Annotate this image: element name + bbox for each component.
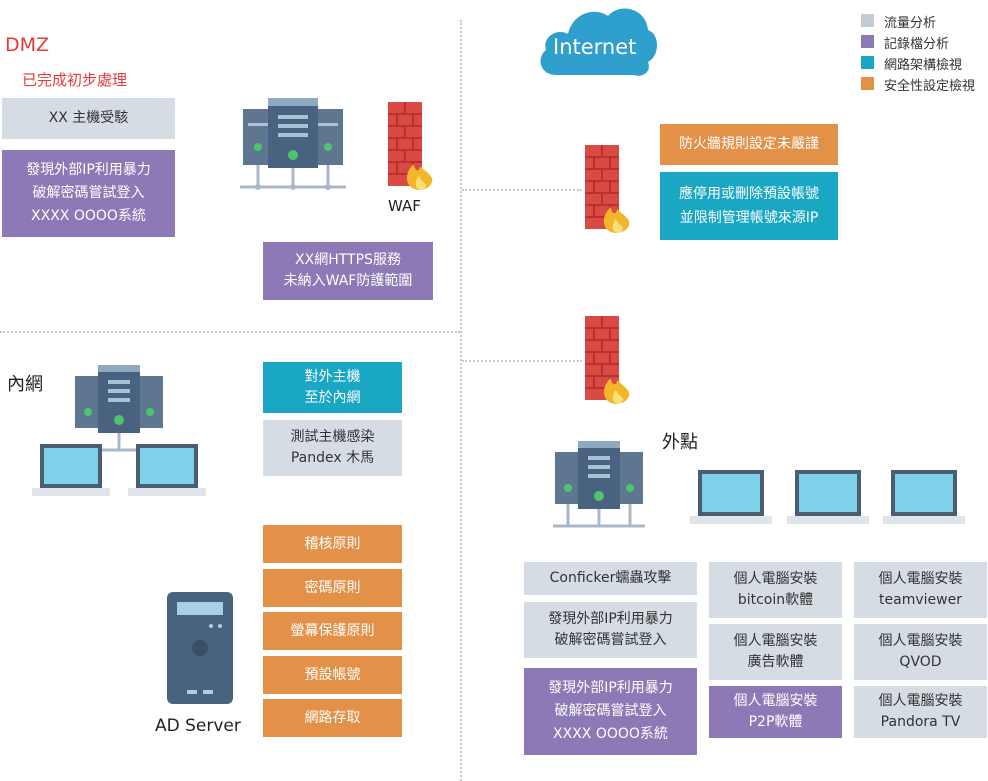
- intranet-title: 內網: [7, 374, 43, 395]
- divider-firewall-link-2: [462, 360, 582, 362]
- adware-box: 個人電腦安裝 廣告軟體: [709, 624, 842, 680]
- policy-password-box: 密碼原則: [263, 569, 402, 607]
- dmz-server-icon: [240, 98, 346, 190]
- outpost-brute-force-box: 發現外部IP利用暴力 破解密碼嘗試登入: [524, 602, 697, 658]
- divider-firewall-link-1: [462, 189, 582, 191]
- pandora-tv-box: 個人電腦安裝 Pandora TV: [854, 686, 987, 738]
- legend-label-traffic: 流量分析: [884, 16, 937, 31]
- firewall-rules-box: 防火牆規則設定未嚴謹: [660, 124, 838, 165]
- legend-label-security: 安全性設定檢視: [884, 79, 976, 94]
- dmz-host-compromised-box: XX 主機受駭: [2, 98, 175, 139]
- divider-vertical: [460, 20, 462, 781]
- conficker-worm-box: Conficker蠕蟲攻擊: [524, 562, 697, 595]
- outpost-title: 外點: [662, 432, 698, 453]
- policy-network-access-box: 網路存取: [263, 699, 402, 737]
- internet-cloud-icon: [540, 8, 657, 76]
- perimeter-firewall-icon: [585, 145, 630, 233]
- teamviewer-box: 個人電腦安裝 teamviewer: [854, 562, 987, 618]
- https-not-in-waf-box: XX網HTTPS服務 未納入WAF防護範圍: [263, 242, 433, 300]
- legend-swatch-log: [861, 35, 874, 48]
- laptop-icon: [690, 470, 772, 524]
- dmz-brute-force-box: 發現外部IP利用暴力 破解密碼嘗試登入 XXXX OOOO系統: [2, 150, 175, 237]
- policy-screensaver-box: 螢幕保護原則: [263, 612, 402, 650]
- divider-left-horizontal: [0, 331, 460, 333]
- ad-server-label: AD Server: [155, 716, 241, 736]
- waf-label: WAF: [388, 197, 421, 215]
- outpost-brute-force-system-box: 發現外部IP利用暴力 破解密碼嘗試登入 XXXX OOOO系統: [524, 668, 697, 755]
- waf-firewall-icon: [388, 102, 433, 190]
- outpost-server-icon: [553, 441, 645, 528]
- ad-server-icon: [167, 592, 233, 704]
- legend-label-log: 記錄檔分析: [884, 37, 950, 52]
- policy-audit-box: 稽核原則: [263, 525, 402, 563]
- laptop-icon: [883, 470, 965, 524]
- host-to-intranet-box: 對外主機 至於內網: [263, 362, 402, 413]
- legend-swatch-traffic: [861, 14, 874, 27]
- laptop-icon: [787, 470, 869, 524]
- policy-default-account-box: 預設帳號: [263, 656, 402, 694]
- default-account-box: 應停用或刪除預設帳號 並限制管理帳號來源IP: [660, 172, 838, 240]
- legend-swatch-security: [861, 77, 874, 90]
- p2p-software-box: 個人電腦安裝 P2P軟體: [709, 686, 842, 738]
- internet-label: Internet: [553, 35, 637, 59]
- dmz-title: DMZ: [5, 34, 50, 56]
- dmz-subtitle: 已完成初步處理: [22, 71, 128, 89]
- pandex-trojan-box: 測試主機感染 Pandex 木馬: [263, 420, 402, 476]
- outpost-firewall-icon: [585, 316, 630, 404]
- legend-swatch-architecture: [861, 56, 874, 69]
- qvod-box: 個人電腦安裝 QVOD: [854, 624, 987, 680]
- legend-label-architecture: 網路架構檢視: [884, 58, 963, 73]
- intranet-network-icon: [32, 365, 206, 496]
- bitcoin-software-box: 個人電腦安裝 bitcoin軟體: [709, 562, 842, 618]
